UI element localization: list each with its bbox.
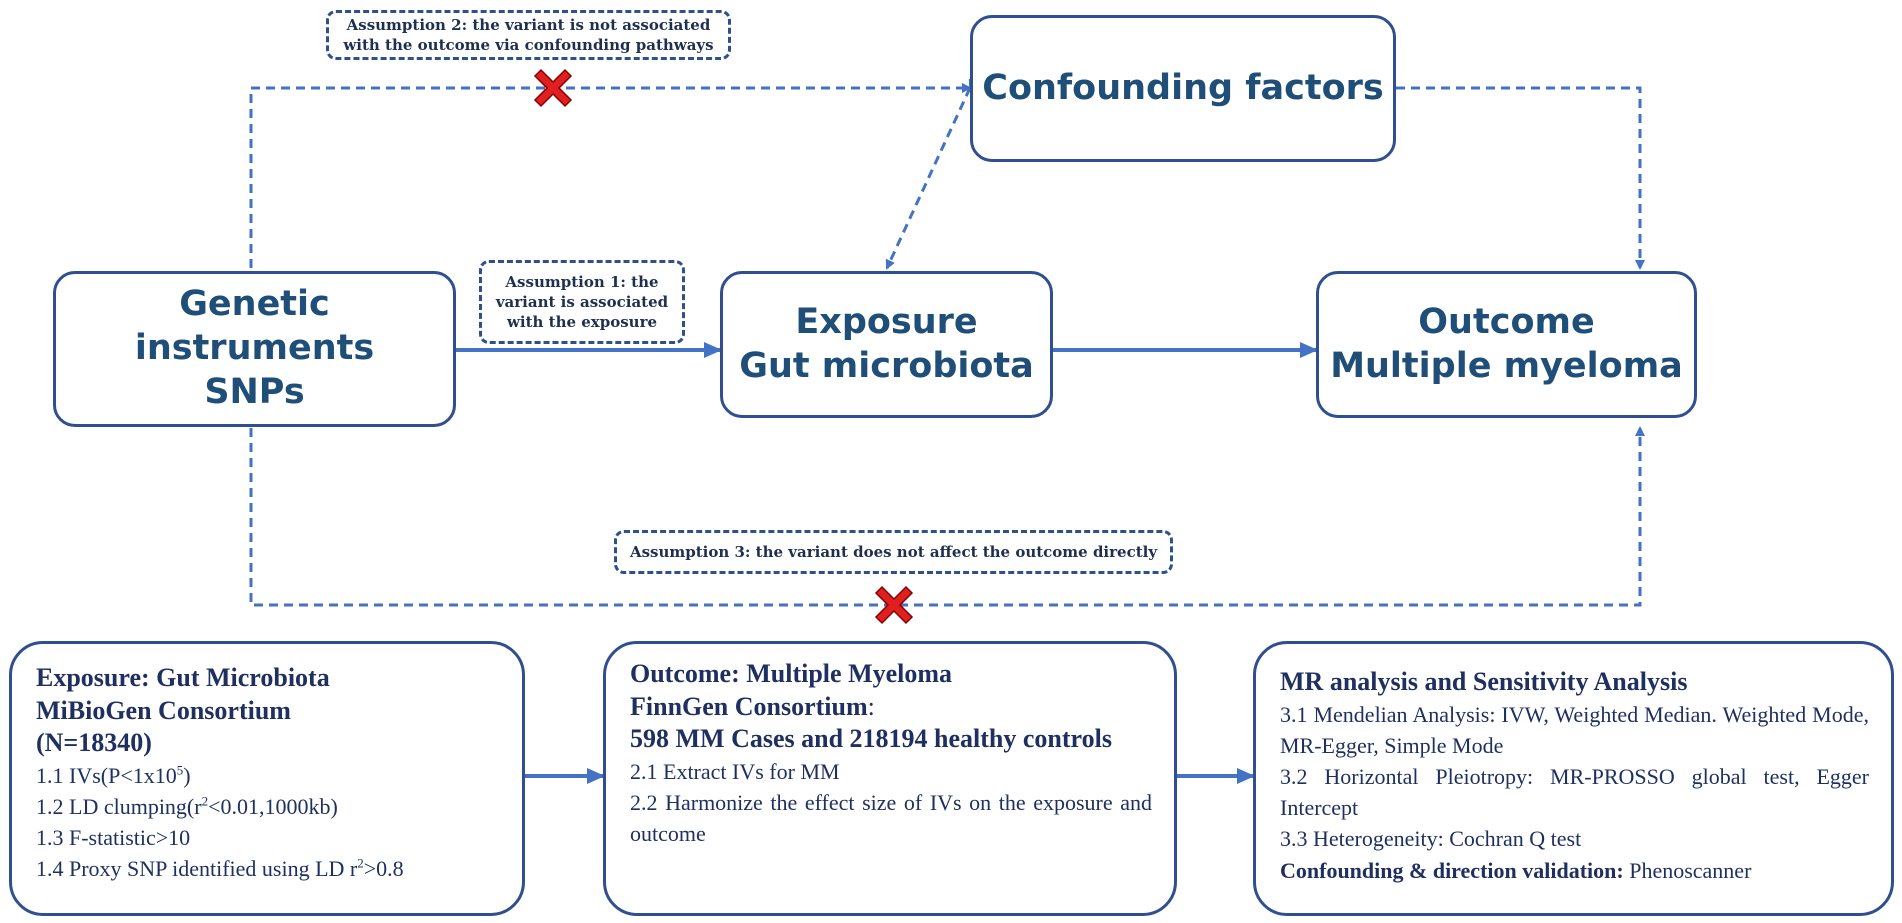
mr-analysis-panel: MR analysis and Sensitivity Analysis 3.1… xyxy=(1253,641,1894,916)
outcome-data-panel: Outcome: Multiple Myeloma FinnGen Consor… xyxy=(603,641,1177,916)
exposure-node: Exposure Gut microbiota xyxy=(720,271,1053,418)
cross-icon-assumption2 xyxy=(533,68,573,108)
mr-panel-item2: 3.2 Horizontal Pleiotropy: MR-PROSSO glo… xyxy=(1280,763,1869,821)
assumption1-line1: Assumption 1: the xyxy=(505,272,659,291)
assumption1-box: Assumption 1: the variant is associated … xyxy=(479,260,685,344)
exposure-panel-item2: 1.2 LD clumping(r2<0.01,1000kb) xyxy=(36,793,338,819)
mr-panel-validation: Confounding & direction validation: Phen… xyxy=(1280,857,1752,883)
genetic-node-line2: SNPs xyxy=(204,371,305,412)
exposure-panel-title1: Exposure: Gut Microbiota xyxy=(36,663,330,692)
exposure-panel-title2: MiBioGen Consortium xyxy=(36,695,291,725)
assumption2-line2: with the outcome via confounding pathway… xyxy=(343,36,714,54)
assumption1-line3: with the exposure xyxy=(506,313,658,332)
exposure-node-line2: Gut microbiota xyxy=(739,345,1034,386)
mr-panel-title: MR analysis and Sensitivity Analysis xyxy=(1280,667,1688,696)
confounding-to-outcome-path xyxy=(1396,86,1645,270)
assumption3-box: Assumption 3: the variant does not affec… xyxy=(614,530,1173,574)
assumption2-path xyxy=(249,83,972,268)
mr-panel-item3: 3.3 Heterogeneity: Cochran Q test xyxy=(1280,826,1582,852)
outcome-panel-item1: 2.1 Extract IVs for MM xyxy=(630,758,840,784)
outcome-node: Outcome Multiple myeloma xyxy=(1316,271,1697,418)
confounding-node-label: Confounding factors xyxy=(982,67,1384,108)
confounding-factors-node: Confounding factors xyxy=(970,15,1396,162)
assumption2-box: Assumption 2: the variant is not associa… xyxy=(326,10,731,60)
cross-icon-assumption3 xyxy=(874,585,914,625)
outcome-panel-title2: FinnGen Consortium: xyxy=(630,691,875,721)
genetic-node-line1: Genetic instruments xyxy=(134,284,375,369)
exposure-panel-title3: (N=18340) xyxy=(36,728,152,757)
exposure-panel-item4: 1.4 Proxy SNP identified using LD r2>0.8 xyxy=(36,855,404,882)
outcome-node-line2: Multiple myeloma xyxy=(1330,345,1683,386)
assumption2-line1: Assumption 2: the variant is not associa… xyxy=(346,15,711,34)
exposure-panel-item3: 1.3 F-statistic>10 xyxy=(36,824,191,850)
exposure-data-panel: Exposure: Gut Microbiota MiBioGen Consor… xyxy=(9,641,525,916)
assumption3-text: Assumption 3: the variant does not affec… xyxy=(629,542,1158,561)
mr-panel-item1: 3.1 Mendelian Analysis: IVW, Weighted Me… xyxy=(1280,701,1869,758)
confounding-exposure-path xyxy=(885,78,978,270)
exposure-node-line1: Exposure xyxy=(795,301,978,342)
assumption1-line2: variant is associated xyxy=(495,292,669,311)
outcome-node-line1: Outcome xyxy=(1418,301,1595,342)
exposure-panel-item1: 1.1 IVs(P<1x105) xyxy=(36,762,191,788)
outcome-panel-cases: 598 MM Cases and 218194 healthy controls xyxy=(630,724,1112,753)
genetic-instruments-node: Genetic instruments SNPs xyxy=(53,271,456,427)
assumption3-path xyxy=(249,426,1645,607)
outcome-panel-item2: 2.2 Harmonize the effect size of IVs on … xyxy=(630,789,1152,846)
outcome-panel-title1: Outcome: Multiple Myeloma xyxy=(630,659,953,688)
